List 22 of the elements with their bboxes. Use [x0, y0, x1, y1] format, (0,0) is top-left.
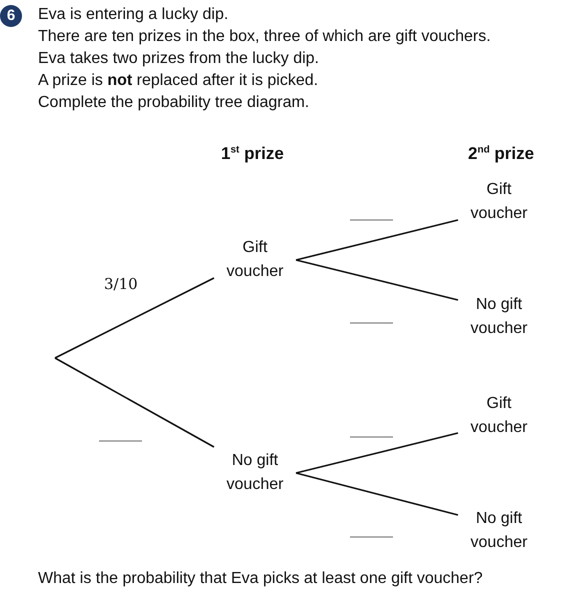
question-text: A prize is not replaced after it is picked. [38, 72, 318, 90]
branch-outcome: No gift voucher [458, 293, 540, 341]
branch-outcome: No gift voucher [214, 449, 296, 497]
tree-branch [296, 432, 458, 474]
branch-outcome: Gift voucher [458, 392, 540, 440]
tree-branch [296, 472, 458, 516]
tree-branch [296, 259, 458, 301]
question-text: Eva takes two prizes from the lucky dip. [38, 50, 319, 68]
branch-outcome: No gift voucher [458, 507, 540, 555]
question-text: What is the probability that Eva picks at least one gift voucher? [38, 570, 483, 588]
column-heading: 1$^{st}$ prize [221, 144, 284, 164]
question-number: 6 [0, 5, 22, 27]
branch-outcome: Gift voucher [214, 236, 296, 284]
question-text: Eva is entering a lucky dip. [38, 6, 228, 24]
tree-branch [54, 277, 214, 359]
probability-label: 3/10 [104, 276, 138, 293]
branch-outcome: Gift voucher [458, 178, 540, 226]
question-text: Complete the probability tree diagram. [38, 94, 310, 112]
tree-branch [54, 357, 214, 448]
column-heading: 2$^{nd}$ prize [468, 144, 534, 164]
tree-branch [296, 219, 458, 261]
question-text: There are ten prizes in the box, three of which are gift vouchers. [38, 28, 491, 46]
